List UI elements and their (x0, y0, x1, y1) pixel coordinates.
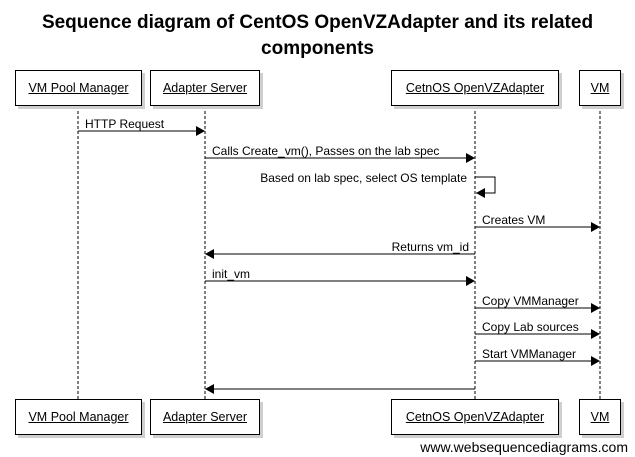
message-arrowhead-5 (205, 249, 214, 259)
message-label-7: Copy VMManager (482, 294, 579, 308)
message-label-3: Based on lab spec, select OS template (260, 171, 467, 185)
participant-bottom-vm: VM (579, 399, 621, 435)
participant-bottom-adapter: Adapter Server (150, 399, 260, 435)
message-label-2: Calls Create_vm(), Passes on the lab spe… (212, 144, 440, 158)
message-3 (475, 176, 496, 194)
message-arrowhead-2 (466, 153, 475, 163)
message-label-5: Returns vm_id (391, 240, 469, 254)
message-label-4: Creates VM (482, 213, 546, 227)
title-line-1: Sequence diagram of CentOS OpenVZAdapter… (41, 12, 594, 33)
message-label-1: HTTP Request (85, 117, 165, 131)
participant-bottom-openvz: CetnOS OpenVZAdapter (391, 399, 559, 435)
participant-top-vmpool: VM Pool Manager (15, 70, 142, 106)
message-arrowhead-10 (205, 384, 214, 394)
watermark: www.websequencediagrams.com (420, 439, 628, 455)
message-arrowhead-4 (591, 222, 600, 232)
message-arrowhead-8 (591, 329, 600, 339)
message-label-9: Start VMManager (482, 347, 577, 361)
title-line-2: components (261, 38, 374, 59)
participant-bottom-vmpool: VM Pool Manager (15, 399, 142, 435)
participant-top-adapter: Adapter Server (150, 70, 260, 106)
message-arrowhead-6 (466, 276, 475, 286)
message-arrowhead-7 (591, 303, 600, 313)
message-label-6: init_vm (212, 267, 251, 281)
message-arrowhead-9 (591, 356, 600, 366)
message-label-8: Copy Lab sources (482, 320, 579, 334)
message-arrowhead-1 (196, 126, 205, 136)
message-arrowhead-3 (476, 188, 485, 198)
diagram-title: Sequence diagram of CentOS OpenVZAdapter… (0, 10, 635, 62)
participant-top-vm: VM (579, 70, 621, 106)
participant-top-openvz: CetnOS OpenVZAdapter (391, 70, 559, 106)
